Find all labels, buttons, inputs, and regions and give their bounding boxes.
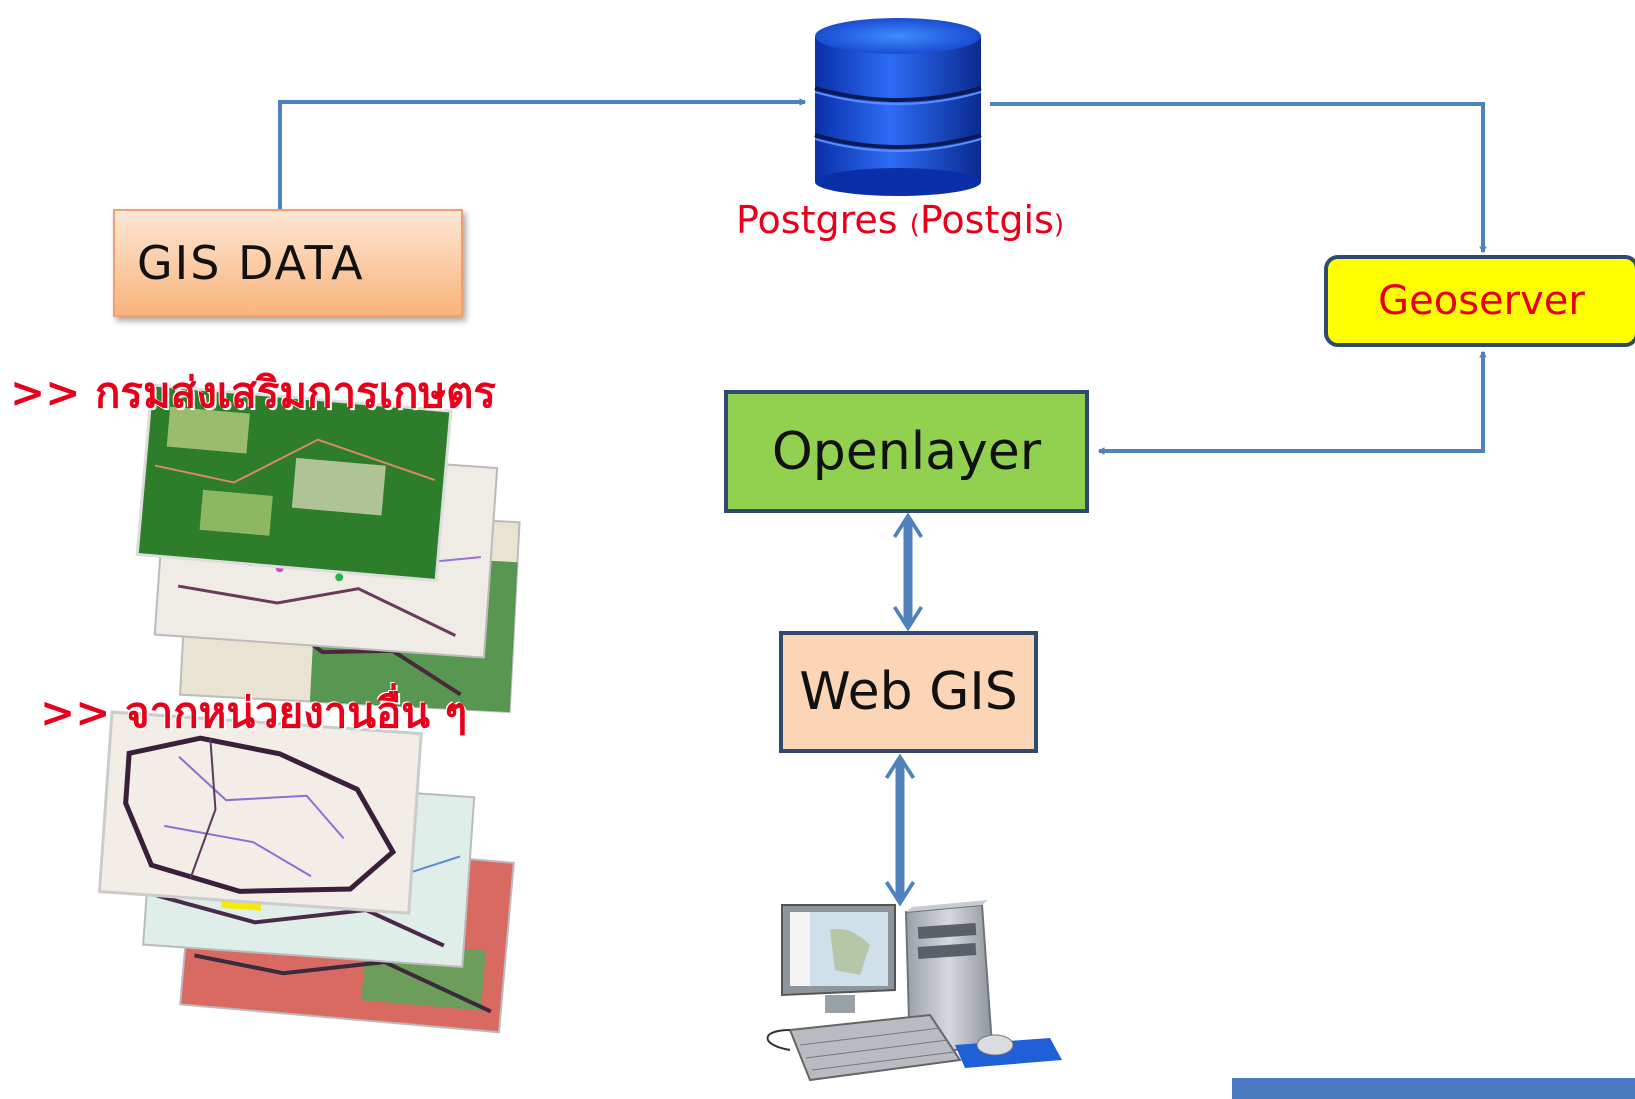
- geoserver-box: Geoserver: [1324, 255, 1635, 347]
- postgres-label: Postgres (Postgis): [700, 198, 1100, 242]
- webgis-box: Web GIS: [779, 631, 1038, 753]
- arrow-geoserver-openlayer: [1097, 350, 1487, 455]
- source-label-doae: >> กรมส่งเสริมการเกษตร: [10, 368, 496, 417]
- paren-open: (: [909, 210, 920, 240]
- connectors: [278, 98, 1487, 900]
- openlayer-box: Openlayer: [724, 390, 1089, 513]
- gis-data-box: GIS DATA: [113, 209, 463, 317]
- desktop-computer-icon: [766, 900, 1062, 1082]
- postgres-text: Postgres: [736, 198, 898, 242]
- arrow-postgres-to-geoserver: [990, 102, 1487, 254]
- database-icon: [814, 18, 982, 196]
- postgis-text: Postgis: [919, 198, 1054, 242]
- source-label-other-agencies: >> จากหน่วยงานอื่น ๆ: [40, 688, 468, 737]
- paren-close: ): [1053, 210, 1064, 240]
- footer-accent-bar: [1232, 1078, 1635, 1099]
- arrow-gisdata-to-postgres: [278, 98, 807, 209]
- map-layers-image: [97, 383, 521, 1034]
